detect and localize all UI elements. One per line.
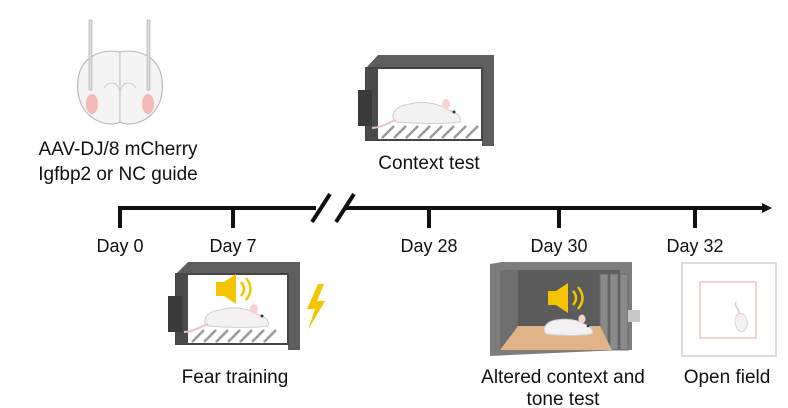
fear-training-label: Fear training xyxy=(181,367,289,388)
mouse-icon xyxy=(734,301,748,333)
altered-context-chamber-illustration xyxy=(490,262,640,356)
left-needle-icon xyxy=(88,19,93,91)
day-28-label: Day 28 xyxy=(400,236,458,256)
right-needle-icon xyxy=(146,19,151,91)
axis-break-mark xyxy=(334,192,356,224)
open-field-label: Open field xyxy=(683,367,771,388)
left-injection-site xyxy=(86,94,98,114)
lightning-shock-icon xyxy=(307,284,325,330)
context-test-chamber-illustration xyxy=(358,55,494,146)
axis-break-mark xyxy=(310,192,332,224)
mouse-icon xyxy=(371,99,461,129)
day-32-label: Day 32 xyxy=(666,236,724,256)
day-30-label: Day 30 xyxy=(530,236,588,256)
mouse-icon xyxy=(183,304,269,333)
brain-injection-illustration xyxy=(77,19,163,125)
right-injection-site xyxy=(142,94,154,114)
day-7-label: Day 7 xyxy=(209,236,257,256)
open-field-arena-illustration xyxy=(681,262,777,357)
fear-training-chamber-illustration xyxy=(168,262,325,350)
day-0-label: Day 0 xyxy=(96,236,144,256)
speaker-icon xyxy=(216,274,252,304)
injection-label-line1: AAV-DJ/8 mCherry xyxy=(38,139,198,160)
mouse-icon xyxy=(543,314,593,336)
altered-context-label-line1: Altered context and xyxy=(481,367,645,388)
timeline-axis xyxy=(118,192,772,228)
context-test-label: Context test xyxy=(378,153,480,174)
speaker-icon xyxy=(548,283,584,313)
altered-context-label-line2: tone test xyxy=(526,389,600,408)
injection-label-line2: Igfbp2 or NC guide xyxy=(38,164,198,185)
